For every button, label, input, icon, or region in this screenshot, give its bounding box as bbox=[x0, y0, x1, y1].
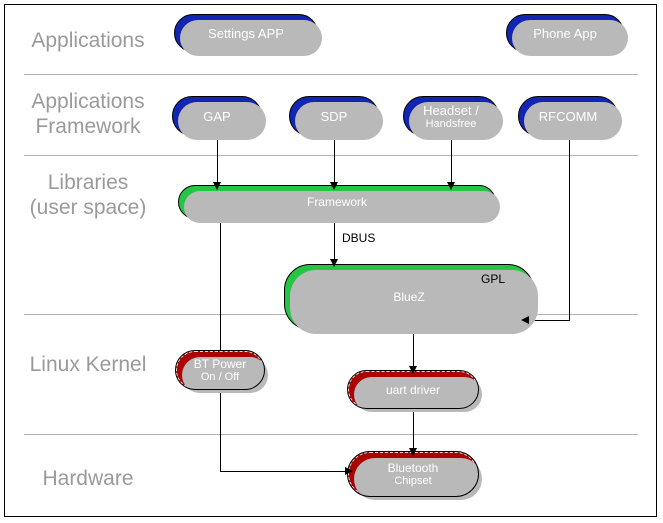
node-settings-app-label: Settings APP bbox=[208, 25, 284, 41]
edge-rfcomm-bluez-hline bbox=[528, 320, 570, 321]
diagram-frame bbox=[4, 4, 657, 517]
node-bluez-gpl-badge: GPL bbox=[481, 272, 506, 286]
edge-framework-bluez-line bbox=[334, 219, 335, 263]
node-framework-label: Framework bbox=[306, 195, 367, 209]
node-gap-label: GAP bbox=[203, 108, 231, 124]
edge-framework-bluez-arrow bbox=[329, 259, 338, 267]
edge-uart-chipset-line bbox=[413, 408, 414, 452]
edge-gap-framework-arrow bbox=[212, 182, 221, 190]
node-headset-handsfree[interactable]: Headset / Handsfree bbox=[403, 96, 503, 140]
node-bt-power-label: BT Power bbox=[193, 357, 247, 371]
layer-label-applications: Applications bbox=[31, 29, 145, 52]
divider-kernel bbox=[24, 434, 638, 435]
node-sdp[interactable]: SDP bbox=[289, 96, 383, 140]
node-bluez[interactable]: BlueZ bbox=[284, 264, 538, 334]
node-bluetooth-chipset-label1: Bluetooth bbox=[387, 461, 439, 475]
edge-gap-framework-line bbox=[217, 136, 218, 184]
layer-label-linux-kernel: Linux Kernel bbox=[29, 353, 147, 376]
edge-uart-chipset-arrow bbox=[408, 448, 417, 456]
node-bluetooth-chipset-label2: Chipset bbox=[394, 475, 432, 487]
node-handsfree-label: Handsfree bbox=[425, 117, 477, 130]
edge-headset-framework-arrow bbox=[446, 182, 455, 190]
node-bt-power-state: On / Off bbox=[200, 371, 240, 383]
edge-label-dbus: DBUS bbox=[340, 231, 378, 245]
node-phone-app-label: Phone App bbox=[533, 25, 597, 41]
edge-bluez-uart-arrow bbox=[408, 366, 417, 374]
node-phone-app[interactable]: Phone App bbox=[506, 14, 628, 56]
edge-rfcomm-bluez-vline bbox=[569, 136, 570, 321]
edge-framework-chipset-arrow bbox=[345, 466, 353, 475]
node-uart-driver[interactable]: uart driver bbox=[347, 370, 482, 412]
edge-framework-chipset-hline bbox=[220, 471, 350, 472]
divider-applications bbox=[24, 74, 638, 75]
edge-headset-framework-line bbox=[451, 136, 452, 184]
node-gap[interactable]: GAP bbox=[172, 96, 266, 140]
node-rfcomm-label: RFCOMM bbox=[538, 108, 598, 124]
edge-rfcomm-bluez-arrow bbox=[521, 315, 529, 324]
node-framework[interactable]: Framework bbox=[178, 185, 500, 223]
layer-label-applications-framework: Applications Framework bbox=[31, 90, 145, 138]
node-settings-app[interactable]: Settings APP bbox=[174, 14, 322, 56]
node-sdp-label: SDP bbox=[320, 108, 348, 124]
edge-framework-chipset-vline bbox=[220, 219, 221, 472]
divider-framework bbox=[24, 155, 638, 156]
node-bt-power[interactable]: BT Power On / Off bbox=[175, 350, 268, 393]
node-bluez-label: BlueZ bbox=[393, 290, 425, 304]
node-bluetooth-chipset[interactable]: Bluetooth Chipset bbox=[347, 451, 482, 500]
node-headset-label: Headset / bbox=[423, 102, 479, 118]
edge-bluez-uart-line bbox=[413, 330, 414, 370]
layer-label-libraries: Libraries (user space) bbox=[29, 171, 147, 219]
node-rfcomm[interactable]: RFCOMM bbox=[518, 96, 622, 140]
layer-label-hardware: Hardware bbox=[42, 467, 134, 490]
edge-sdp-framework-arrow bbox=[329, 182, 338, 190]
edge-sdp-framework-line bbox=[334, 136, 335, 184]
node-uart-driver-label: uart driver bbox=[385, 382, 441, 397]
